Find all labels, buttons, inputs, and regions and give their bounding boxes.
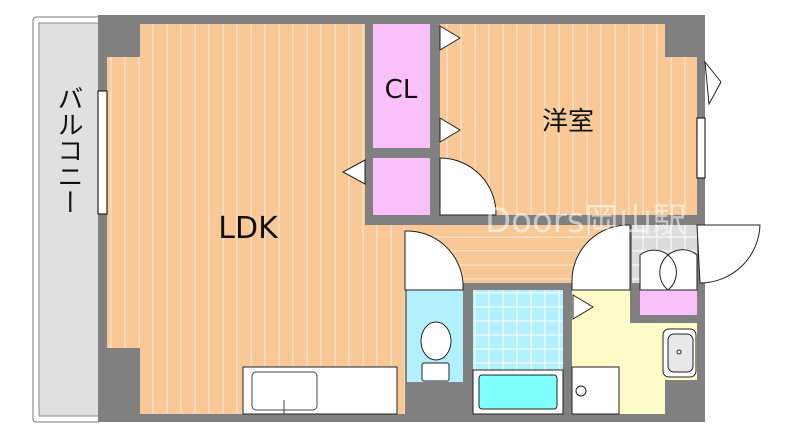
window [696,117,706,179]
toilet-fixture [420,321,452,382]
label-ldk: LDK [218,211,279,246]
label-western-room: 洋室 [542,107,594,137]
kitchen-counter [242,366,398,415]
room-closet [373,24,430,148]
watermark: Doors岡山駅 [485,201,686,241]
label-closet: CL [385,75,418,105]
doors [341,25,761,320]
balcony [32,16,102,423]
storage-closet [373,158,430,215]
bathtub [472,369,564,415]
label-balcony: バルコニー [53,85,83,215]
shoe-closet [640,290,697,315]
washing-machine-space [571,366,620,415]
wash-basin [662,328,697,378]
window [97,90,108,215]
